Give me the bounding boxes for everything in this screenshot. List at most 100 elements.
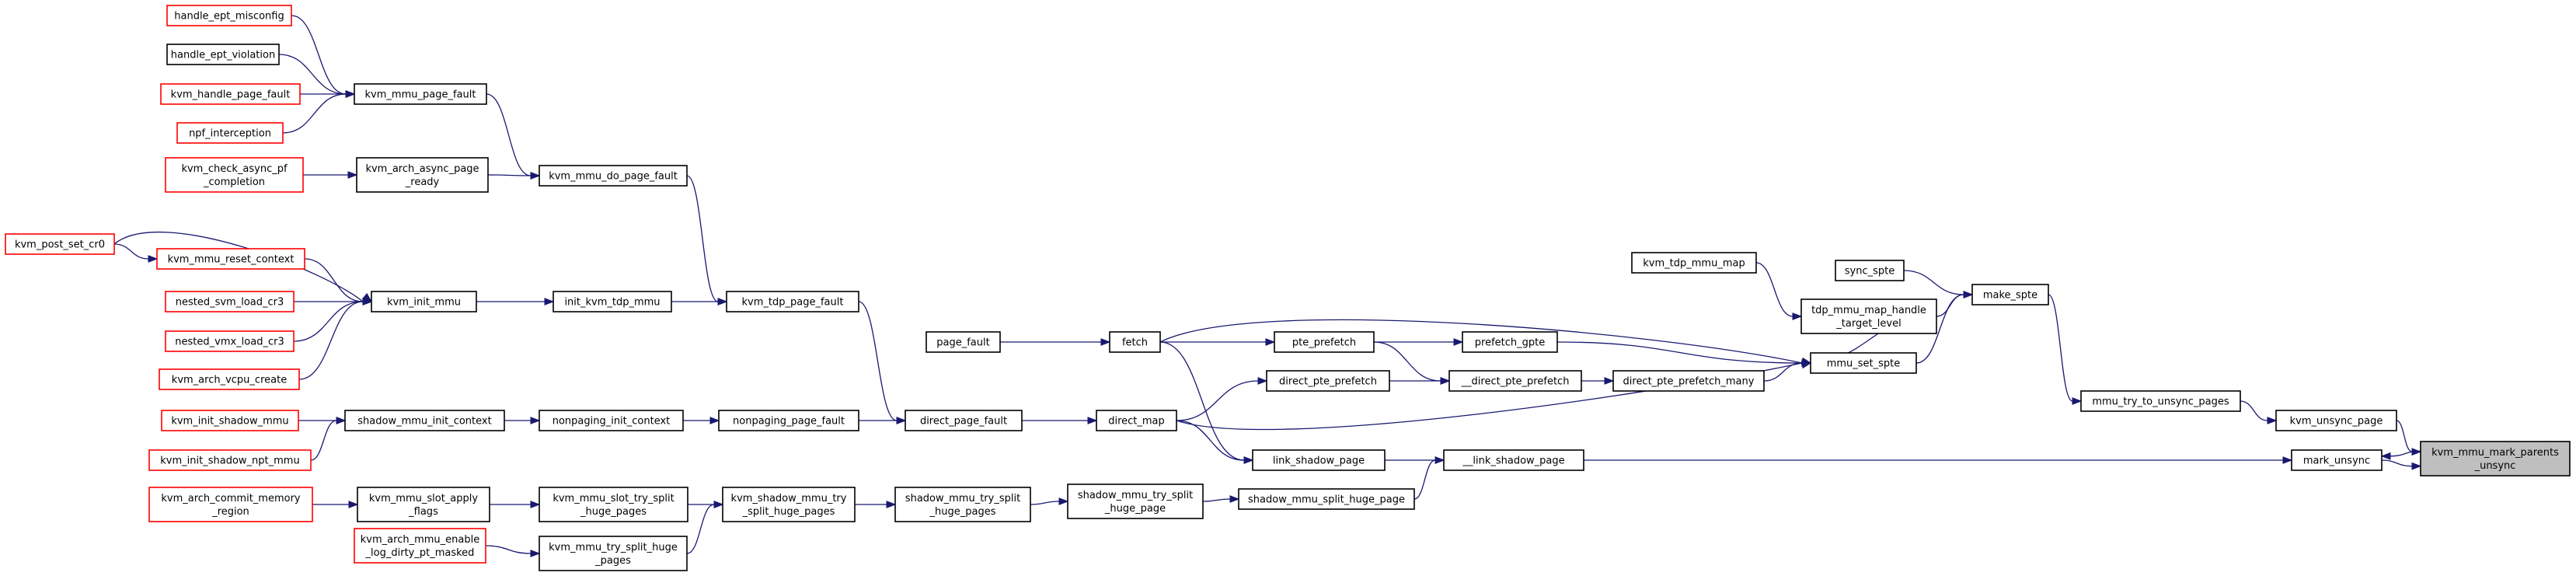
- node-box: [894, 487, 1031, 522]
- call-edge-kvm_mmu_slot_apply_flags-to-kvm_mmu_slot_try_split_huge_pages: [490, 501, 541, 508]
- node-direct-pte-prefetch[interactable]: direct_pte_prefetch: [1266, 370, 1390, 392]
- node-kvm-mmu-reset-context[interactable]: kvm_mmu_reset_context: [156, 248, 305, 270]
- node-box: [1631, 252, 1757, 274]
- node-kvm-mmu-try-split-huge-pages[interactable]: kvm_mmu_try_split_huge_pages: [539, 536, 688, 571]
- node-init-kvm-tdp-mmu[interactable]: init_kvm_tdp_mmu: [552, 291, 672, 312]
- node-link-shadow-page[interactable]: link_shadow_page: [1252, 449, 1386, 471]
- node-label-line: tdp_mmu_map_handle: [1811, 305, 1926, 316]
- node-label-line: kvm_mmu_mark_parents: [2431, 447, 2559, 459]
- node-make-spte[interactable]: make_spte: [1971, 284, 2049, 305]
- node-box: [357, 487, 490, 522]
- node-npf-interception[interactable]: npf_interception: [176, 122, 284, 144]
- node-shadow-mmu-try-split-huge-pages[interactable]: shadow_mmu_try_split_huge_pages: [894, 487, 1031, 522]
- node-direct-map[interactable]: direct_map: [1096, 410, 1177, 431]
- call-edge-mmu_try_to_unsync_pages-to-kvm_unsync_page: [2240, 400, 2278, 424]
- node-kvm-arch-mmu-enable-log-dirty-pt-masked[interactable]: kvm_arch_mmu_enable_log_dirty_pt_masked: [354, 528, 486, 564]
- node-kvm-tdp-page-fault[interactable]: kvm_tdp_page_fault: [726, 291, 859, 312]
- call-edge-kvm_tdp_page_fault-to-direct_page_fault: [858, 301, 907, 424]
- node-kvm-tdp-mmu-map[interactable]: kvm_tdp_mmu_map: [1631, 252, 1757, 274]
- node-box: [726, 291, 859, 312]
- node-box: [1462, 331, 1558, 353]
- node-label-line: kvm_mmu_reset_context: [168, 254, 295, 266]
- node-box: [165, 330, 295, 352]
- node-box: [722, 487, 856, 522]
- node-label-line: _unsync: [2474, 460, 2516, 472]
- node-kvm-arch-async-page-ready[interactable]: kvm_arch_async_page_ready: [356, 157, 489, 193]
- call-edge-pte_prefetch-to-prefetch_gpte: [1374, 338, 1464, 346]
- call-edge-direct_map-to-direct_pte_prefetch: [1176, 377, 1268, 421]
- node-box: [539, 410, 684, 431]
- node-kvm-handle-page-fault[interactable]: kvm_handle_page_fault: [160, 83, 301, 105]
- call-edge-fetch-to-link_shadow_page: [1159, 341, 1254, 464]
- node-box: [165, 157, 304, 193]
- node-label-line: kvm_tdp_page_fault: [742, 297, 844, 309]
- node-box: [2275, 410, 2397, 431]
- node-label-line: _target_level: [1835, 318, 1901, 330]
- node-label-line: kvm_init_shadow_npt_mmu: [160, 456, 299, 467]
- node-kvm-mmu-slot-try-split-huge-pages[interactable]: kvm_mmu_slot_try_split_huge_pages: [539, 487, 688, 522]
- node-kvm-init-shadow-npt-mmu[interactable]: kvm_init_shadow_npt_mmu: [148, 449, 312, 471]
- node-prefetch-gpte[interactable]: prefetch_gpte: [1462, 331, 1558, 353]
- call-edge-kvm_unsync_page-to-kvm_mmu_mark_parents_unsync: [2396, 420, 2422, 456]
- node-shadow-mmu-init-context[interactable]: shadow_mmu_init_context: [344, 410, 505, 431]
- node-kvm-shadow-mmu-try-split-huge-pages[interactable]: kvm_shadow_mmu_try_split_huge_pages: [722, 487, 856, 522]
- node-kvm-check-async-pf-completion[interactable]: kvm_check_async_pf_completion: [165, 157, 304, 193]
- node---link-shadow-page[interactable]: __link_shadow_page: [1443, 449, 1584, 471]
- node-nonpaging-init-context[interactable]: nonpaging_init_context: [539, 410, 684, 431]
- node-label-line: link_shadow_page: [1273, 456, 1365, 467]
- call-edge-kvm_mmu_mark_parents_unsync-to-mark_unsync: [2380, 450, 2421, 460]
- node-kvm-post-set-cr0[interactable]: kvm_post_set_cr0: [5, 233, 115, 255]
- node-kvm-mmu-mark-parents-unsync[interactable]: kvm_mmu_mark_parents_unsync: [2420, 441, 2571, 477]
- node-nonpaging-page-fault[interactable]: nonpaging_page_fault: [718, 410, 859, 431]
- call-edge-kvm_init_shadow_npt_mmu-to-shadow_mmu_init_context: [310, 417, 347, 461]
- node-kvm-unsync-page[interactable]: kvm_unsync_page: [2275, 410, 2397, 431]
- node-page-fault[interactable]: page_fault: [925, 331, 1001, 353]
- node-sync-spte[interactable]: sync_spte: [1835, 260, 1905, 281]
- call-edge-nonpaging_init_context-to-nonpaging_page_fault: [682, 417, 720, 424]
- node-mmu-set-spte[interactable]: mmu_set_spte: [1810, 352, 1917, 374]
- node---direct-pte-prefetch[interactable]: __direct_pte_prefetch: [1448, 370, 1582, 392]
- node-nested-svm-load-cr3[interactable]: nested_svm_load_cr3: [165, 291, 295, 312]
- node-handle-ept-violation[interactable]: handle_ept_violation: [166, 44, 280, 65]
- node-label-line: init_kvm_tdp_mmu: [564, 297, 660, 309]
- node-mmu-try-to-unsync-pages[interactable]: mmu_try_to_unsync_pages: [2080, 390, 2241, 412]
- call-edge-kvm_mmu_try_split_huge_pages-to-kvm_shadow_mmu_try_split_huge_pages: [686, 501, 724, 554]
- node-direct-pte-prefetch-many[interactable]: direct_pte_prefetch_many: [1612, 370, 1765, 392]
- node-pte-prefetch[interactable]: pte_prefetch: [1274, 331, 1375, 353]
- node-kvm-init-mmu[interactable]: kvm_init_mmu: [371, 291, 477, 312]
- node-kvm-mmu-page-fault[interactable]: kvm_mmu_page_fault: [354, 83, 487, 105]
- node-kvm-arch-vcpu-create[interactable]: kvm_arch_vcpu_create: [159, 368, 300, 390]
- node-box: [1612, 370, 1765, 392]
- node-label-line: kvm_shadow_mmu_try: [731, 493, 847, 504]
- node-kvm-init-shadow-mmu[interactable]: kvm_init_shadow_mmu: [161, 410, 299, 431]
- node-shadow-mmu-split-huge-page[interactable]: shadow_mmu_split_huge_page: [1238, 488, 1415, 510]
- node-box: [925, 331, 1001, 353]
- node-box: [1109, 331, 1161, 353]
- node-tdp-mmu-map-handle-target-level[interactable]: tdp_mmu_map_handle _target_level: [1800, 298, 1937, 334]
- node-kvm-mmu-slot-apply-flags[interactable]: kvm_mmu_slot_apply_flags: [357, 487, 490, 522]
- node-label-line: kvm_init_shadow_mmu: [171, 416, 288, 428]
- node-box: [718, 410, 859, 431]
- node-fetch[interactable]: fetch: [1109, 331, 1161, 353]
- node-box: [1238, 488, 1415, 510]
- call-edge-kvm_tdp_mmu_map-to-tdp_mmu_map_handle_target_level: [1755, 262, 1803, 320]
- node-label-line: kvm_unsync_page: [2290, 416, 2383, 428]
- call-edge-shadow_mmu_init_context-to-nonpaging_init_context: [504, 417, 541, 424]
- node-kvm-arch-commit-memory-region[interactable]: kvm_arch_commit_memory_region: [148, 487, 313, 522]
- node-kvm-mmu-do-page-fault[interactable]: kvm_mmu_do_page_fault: [539, 165, 688, 187]
- node-shadow-mmu-try-split-huge-page[interactable]: shadow_mmu_try_split_huge_page: [1067, 483, 1204, 519]
- call-edge-kvm_arch_async_page_ready-to-kvm_mmu_do_page_fault: [487, 172, 541, 180]
- call-edge-kvm_arch_mmu_enable_log_dirty_pt_masked-to-kvm_mmu_try_split_huge_pages: [485, 545, 541, 557]
- node-mark-unsync[interactable]: mark_unsync: [2291, 449, 2383, 471]
- node-box: [356, 157, 489, 193]
- node-box: [539, 487, 688, 522]
- node-label-line: npf_interception: [189, 128, 271, 140]
- node-handle-ept-misconfig[interactable]: handle_ept_misconfig: [166, 5, 292, 26]
- node-label-line: __link_shadow_page: [1462, 456, 1564, 467]
- node-label-line: mmu_set_spte: [1827, 358, 1901, 370]
- node-label-line: _flags: [408, 506, 438, 518]
- call-edge-kvm_check_async_pf_completion-to-kvm_arch_async_page_ready: [302, 171, 358, 179]
- node-nested-vmx-load-cr3[interactable]: nested_vmx_load_cr3: [165, 330, 295, 352]
- node-direct-page-fault[interactable]: direct_page_fault: [905, 410, 1023, 431]
- node-label-line: _pages: [594, 555, 631, 567]
